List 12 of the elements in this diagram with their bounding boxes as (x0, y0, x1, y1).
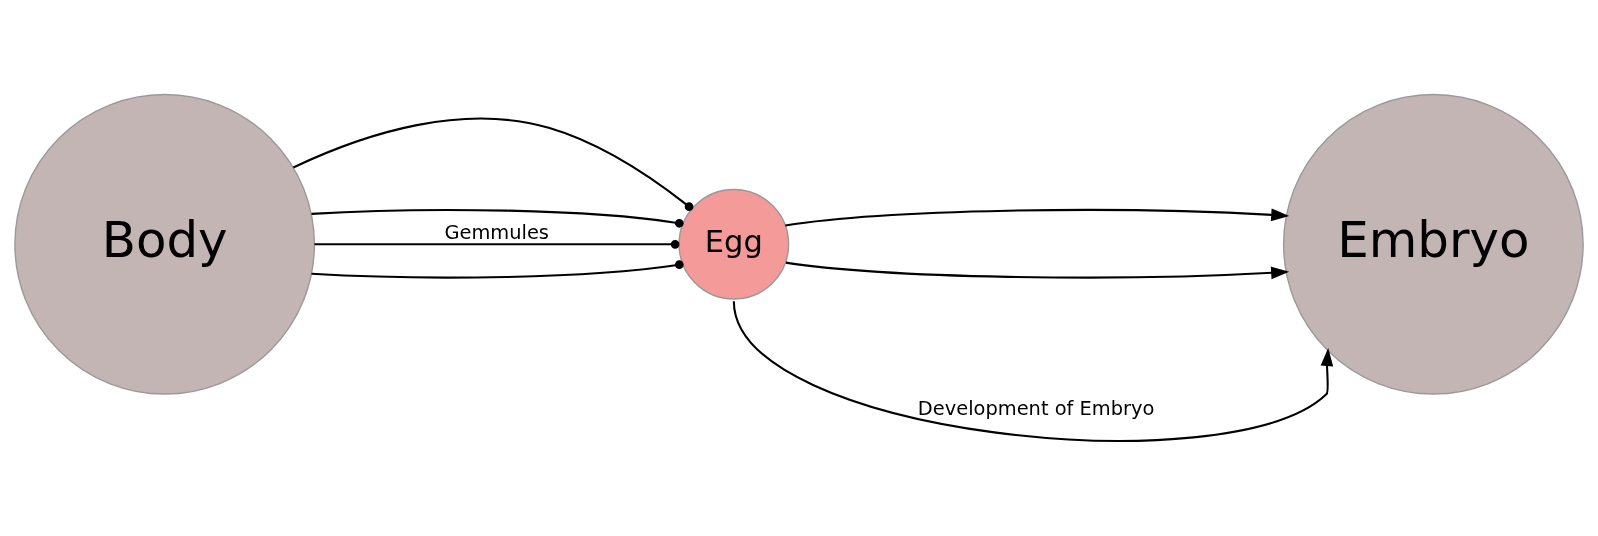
arrow (732, 300, 1334, 442)
connector (314, 239, 680, 249)
connector (292, 117, 694, 212)
edge-label: Development of Embryo (917, 397, 1155, 421)
connector (311, 260, 684, 279)
node-circle: Body (14, 93, 316, 395)
arrow (785, 261, 1290, 280)
connector (311, 208, 684, 228)
arrow (785, 208, 1290, 227)
node-circle: Egg (678, 188, 790, 300)
node-circle: Embryo (1282, 93, 1584, 395)
edge-label: Gemmules (444, 221, 549, 245)
